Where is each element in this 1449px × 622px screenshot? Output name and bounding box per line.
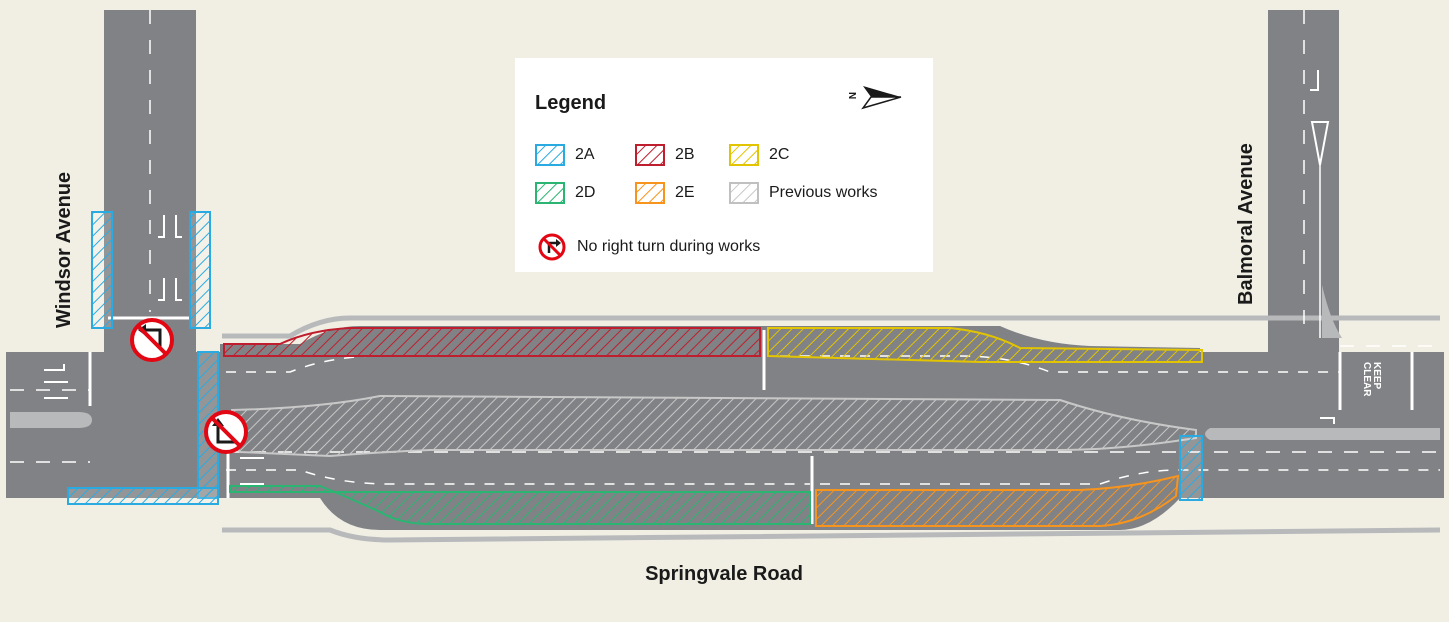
legend-label-2A: 2A <box>575 146 595 163</box>
legend-item-2C: 2C <box>729 144 789 166</box>
zone-2D <box>229 485 811 525</box>
zone-2B <box>223 327 761 357</box>
springvale-road-label: Springvale Road <box>645 563 803 585</box>
legend-item-2D: 2D <box>535 182 595 204</box>
stop-lines <box>88 316 1414 524</box>
no-right-turn-icon <box>538 233 566 261</box>
lane-arrows <box>44 70 1335 485</box>
no-right-turn-icon <box>130 318 174 362</box>
keep-clear-text-1: KEEP <box>1371 362 1382 390</box>
south-kerb <box>222 527 1441 543</box>
north-letter: N <box>846 92 857 99</box>
legend-label-2C: 2C <box>769 146 790 163</box>
zone-2C <box>767 327 1203 363</box>
left-median <box>10 412 92 428</box>
legend-item-2B: 2B <box>635 144 695 166</box>
right-median <box>1205 428 1440 440</box>
legend-label-2E: 2E <box>675 184 695 201</box>
north-kerb <box>222 315 1440 339</box>
legend: Legend N 2A 2B 2C 2D 2E Previous works N… <box>515 58 933 272</box>
balmoral-avenue-label: Balmoral Avenue <box>1235 143 1257 305</box>
legend-item-no-right-turn: No right turn during works <box>537 232 760 262</box>
no-right-turn-icon-2 <box>204 410 248 454</box>
legend-label-2B: 2B <box>675 146 695 163</box>
legend-label-no-right-turn: No right turn during works <box>577 238 761 255</box>
legend-item-2A: 2A <box>535 144 595 166</box>
give-way-triangle <box>1310 121 1330 166</box>
keep-clear-text-2: CLEAR <box>1361 362 1372 397</box>
legend-item-2E: 2E <box>635 182 695 204</box>
windsor-avenue-label: Windsor Avenue <box>53 172 75 328</box>
legend-label-previous: Previous works <box>769 184 878 201</box>
balmoral-island <box>1322 285 1342 338</box>
legend-label-2D: 2D <box>575 184 596 201</box>
legend-item-previous: Previous works <box>729 182 877 204</box>
north-arrow-icon: N <box>846 86 902 110</box>
zone-2E <box>815 474 1180 527</box>
legend-title: Legend <box>535 92 607 114</box>
zone-previous-works <box>230 394 1197 458</box>
